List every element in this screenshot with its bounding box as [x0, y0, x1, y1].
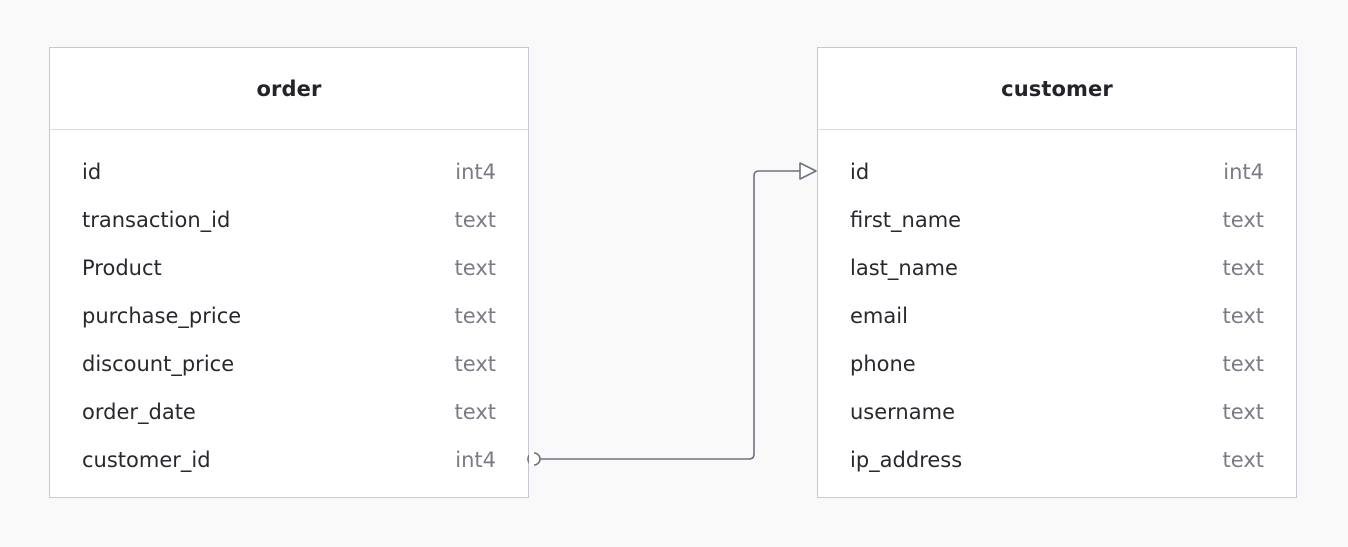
column-type: int4	[455, 448, 496, 472]
order-table-title: order	[50, 48, 528, 130]
table-row[interactable]: id int4	[50, 148, 528, 196]
column-name: purchase_price	[82, 304, 242, 328]
relationship-line	[540, 170, 800, 460]
table-row[interactable]: order_date text	[50, 388, 528, 436]
column-type: text	[454, 256, 496, 280]
table-row[interactable]: ip_address text	[818, 436, 1296, 484]
column-name: phone	[850, 352, 916, 376]
column-type: text	[1222, 256, 1264, 280]
column-name: discount_price	[82, 352, 235, 376]
column-type: text	[1222, 304, 1264, 328]
order-columns: id int4 transaction_id text Product text…	[50, 130, 528, 484]
column-name: id	[850, 160, 870, 184]
table-row[interactable]: email text	[818, 292, 1296, 340]
column-name: id	[82, 160, 102, 184]
table-row[interactable]: purchase_price text	[50, 292, 528, 340]
column-name: last_name	[850, 256, 958, 280]
customer-columns: id int4 first_name text last_name text e…	[818, 130, 1296, 484]
table-row[interactable]: first_name text	[818, 196, 1296, 244]
arrowhead-icon	[799, 162, 817, 180]
table-row[interactable]: Product text	[50, 244, 528, 292]
column-name: Product	[82, 256, 162, 280]
column-type: text	[1222, 400, 1264, 424]
column-name: first_name	[850, 208, 962, 232]
connector-mask	[529, 452, 534, 466]
zero-or-many-icon	[527, 452, 541, 466]
column-type: text	[1222, 448, 1264, 472]
column-type: text	[1222, 208, 1264, 232]
column-name: transaction_id	[82, 208, 231, 232]
table-row[interactable]: last_name text	[818, 244, 1296, 292]
table-row[interactable]: id int4	[818, 148, 1296, 196]
column-name: order_date	[82, 400, 196, 424]
table-row[interactable]: phone text	[818, 340, 1296, 388]
column-type: text	[454, 352, 496, 376]
column-name: username	[850, 400, 955, 424]
order-table[interactable]: order id int4 transaction_id text Produc…	[49, 47, 529, 498]
column-type: text	[454, 208, 496, 232]
customer-table[interactable]: customer id int4 first_name text last_na…	[817, 47, 1297, 498]
column-name: ip_address	[850, 448, 963, 472]
column-type: int4	[455, 160, 496, 184]
customer-table-title: customer	[818, 48, 1296, 130]
table-row[interactable]: transaction_id text	[50, 196, 528, 244]
column-name: customer_id	[82, 448, 211, 472]
column-type: text	[454, 400, 496, 424]
column-type: int4	[1223, 160, 1264, 184]
column-name: email	[850, 304, 908, 328]
column-type: text	[1222, 352, 1264, 376]
table-row[interactable]: discount_price text	[50, 340, 528, 388]
table-row[interactable]: username text	[818, 388, 1296, 436]
column-type: text	[454, 304, 496, 328]
table-row[interactable]: customer_id int4	[50, 436, 528, 484]
